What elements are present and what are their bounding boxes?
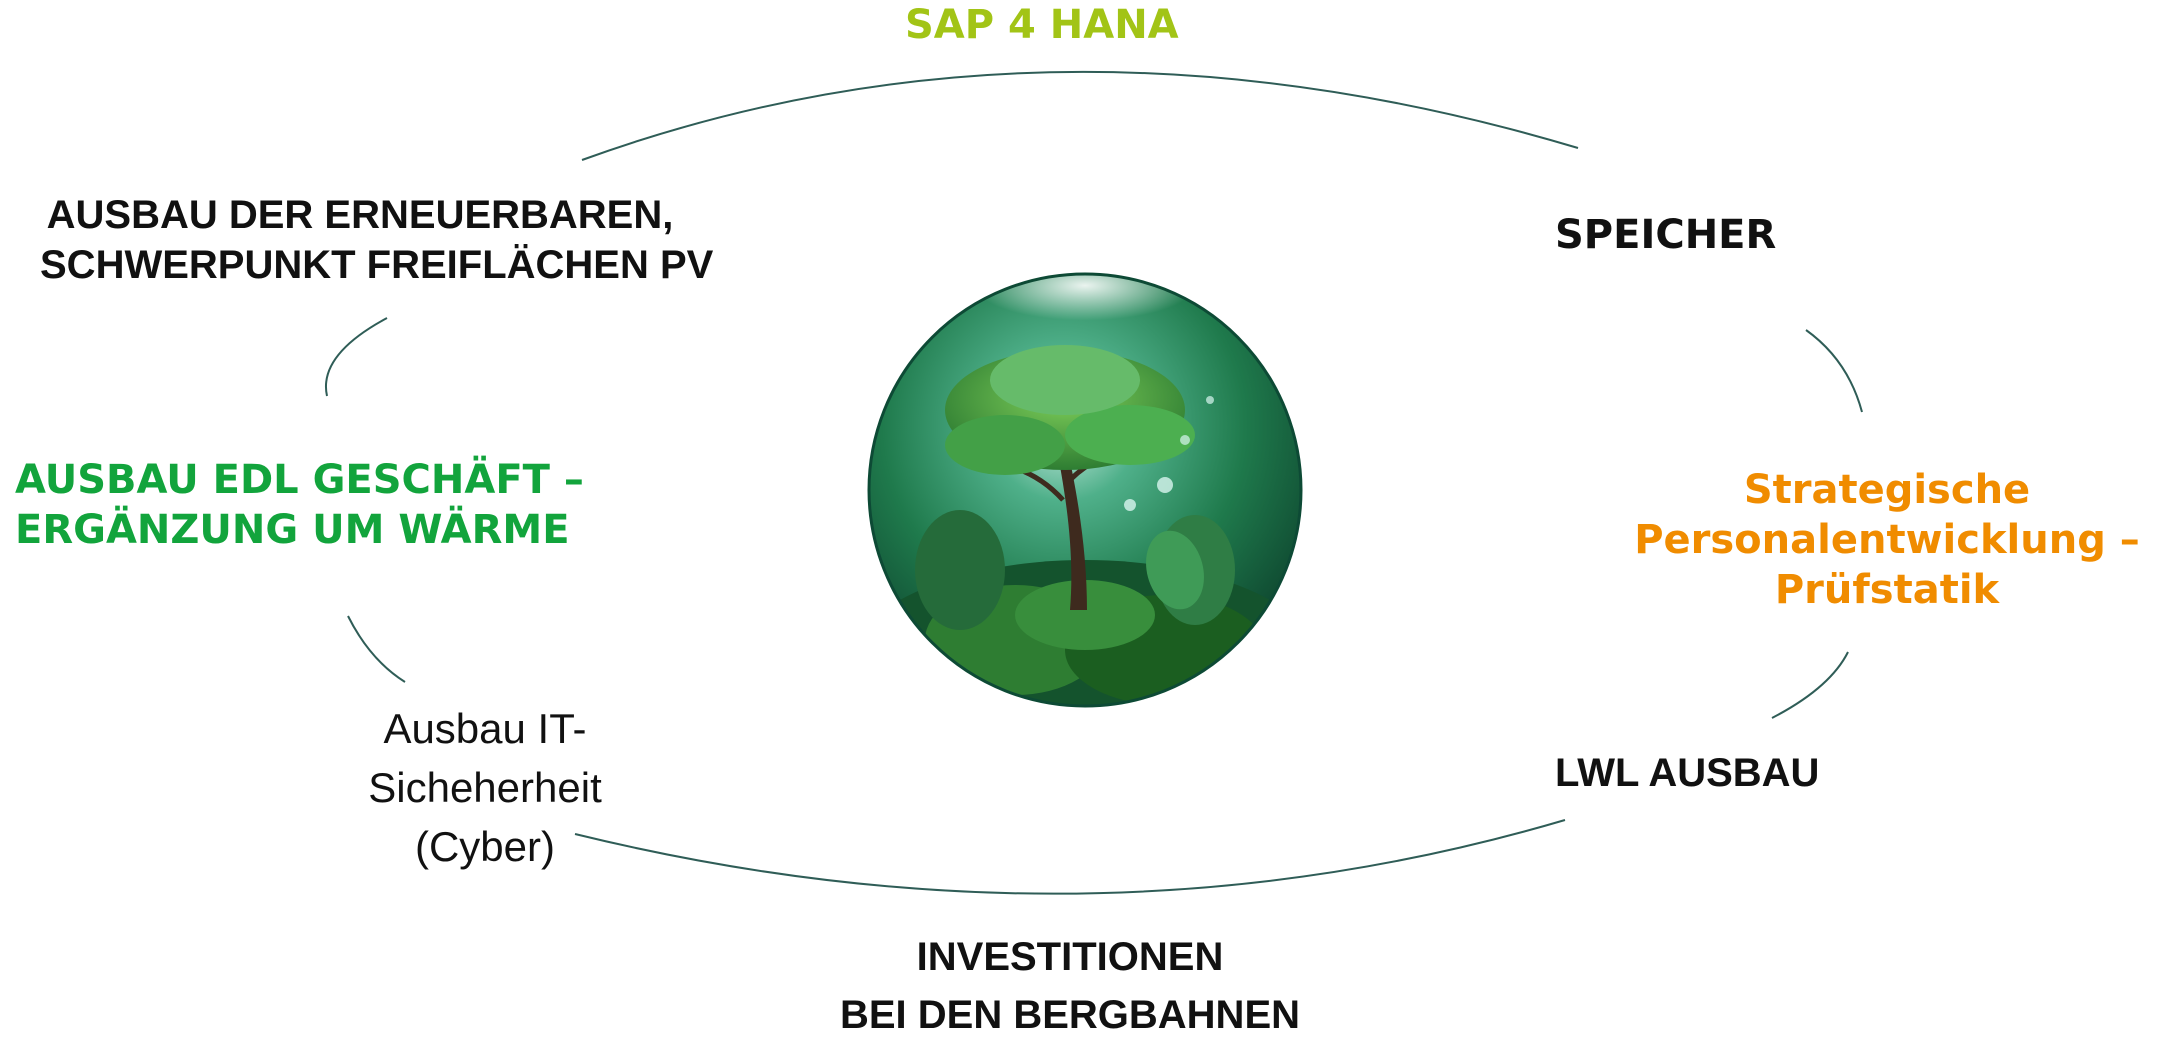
label-it-sicherheit-line1: Ausbau IT- [383, 705, 587, 752]
label-personalentwicklung: Strategische Personalentwicklung – Prüfs… [1612, 465, 2162, 615]
arc-top [581, 70, 1579, 161]
label-investitionen-line2: BEI DEN BERGBAHNEN [839, 993, 1301, 1037]
label-speicher: SPEICHER [1555, 212, 1777, 258]
arc-upper-left [325, 317, 388, 397]
label-it-sicherheit-line2: Sicheherheit [368, 763, 602, 811]
label-ausbau-erneuerbaren: AUSBAU DER ERNEUERBAREN, SCHWERPUNKT FRE… [40, 190, 714, 290]
arc-upper-right [1805, 329, 1863, 413]
label-sap-4-hana: SAP 4 HANA [905, 2, 1179, 48]
label-ausbau-erneuerbaren-line1: AUSBAU DER ERNEUERBAREN, [46, 193, 674, 237]
arc-lower-left [347, 615, 406, 683]
label-personalentwicklung-line2: Personalentwicklung – [1634, 517, 2140, 563]
label-ausbau-erneuerbaren-line2: SCHWERPUNKT FREIFLÄCHEN PV [40, 243, 714, 287]
globe-tree-image [867, 272, 1303, 708]
label-it-sicherheit-line3: (Cyber) [414, 822, 555, 870]
label-personalentwicklung-line1: Strategische [1743, 467, 2031, 513]
label-ausbau-edl-line2: ERGÄNZUNG UM WÄRME [15, 507, 570, 553]
arc-lower-right [1771, 651, 1849, 719]
label-investitionen-line1: INVESTITIONEN [916, 935, 1224, 979]
label-ausbau-edl-line1: AUSBAU EDL GESCHÄFT – [15, 457, 584, 503]
label-ausbau-edl: AUSBAU EDL GESCHÄFT – ERGÄNZUNG UM WÄRME [15, 455, 584, 555]
label-personalentwicklung-line3: Prüfstatik [1774, 567, 2000, 613]
label-lwl-ausbau: LWL AUSBAU [1555, 751, 1820, 795]
arc-bottom [574, 819, 1566, 895]
label-investitionen: INVESTITIONEN BEI DEN BERGBAHNEN [790, 928, 1350, 1044]
label-it-sicherheit: Ausbau IT- Sicheherheit (Cyber) [330, 700, 640, 876]
